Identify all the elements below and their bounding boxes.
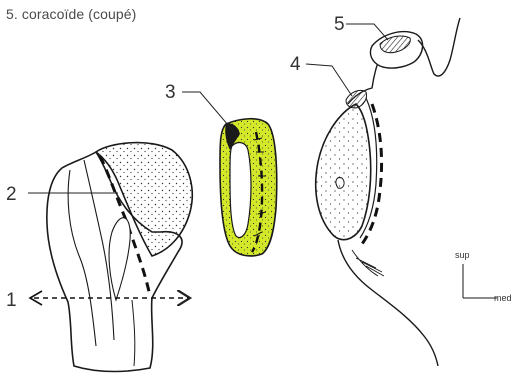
label-2: 2 bbox=[6, 184, 17, 205]
label-5: 5 bbox=[334, 14, 345, 35]
scapula-striations bbox=[352, 250, 384, 276]
labrum-ring-drawing bbox=[182, 92, 277, 256]
glenoid-superior-tubercle bbox=[346, 90, 367, 108]
orientation-superior-label: sup bbox=[455, 250, 470, 260]
glenoid-fossa bbox=[316, 104, 371, 240]
leader-line-4 bbox=[306, 64, 352, 96]
orientation-medial-label: med bbox=[494, 293, 512, 303]
humerus-drawing bbox=[28, 143, 192, 372]
label-1: 1 bbox=[6, 290, 17, 311]
scapula-drawing bbox=[306, 18, 460, 366]
labrum-ring-inner bbox=[230, 143, 251, 238]
orientation-indicator bbox=[463, 264, 497, 298]
scapula-outline-lower bbox=[338, 240, 438, 366]
scapula-outline-right bbox=[418, 18, 460, 76]
label-4: 4 bbox=[290, 54, 301, 75]
label-3: 3 bbox=[165, 82, 176, 103]
